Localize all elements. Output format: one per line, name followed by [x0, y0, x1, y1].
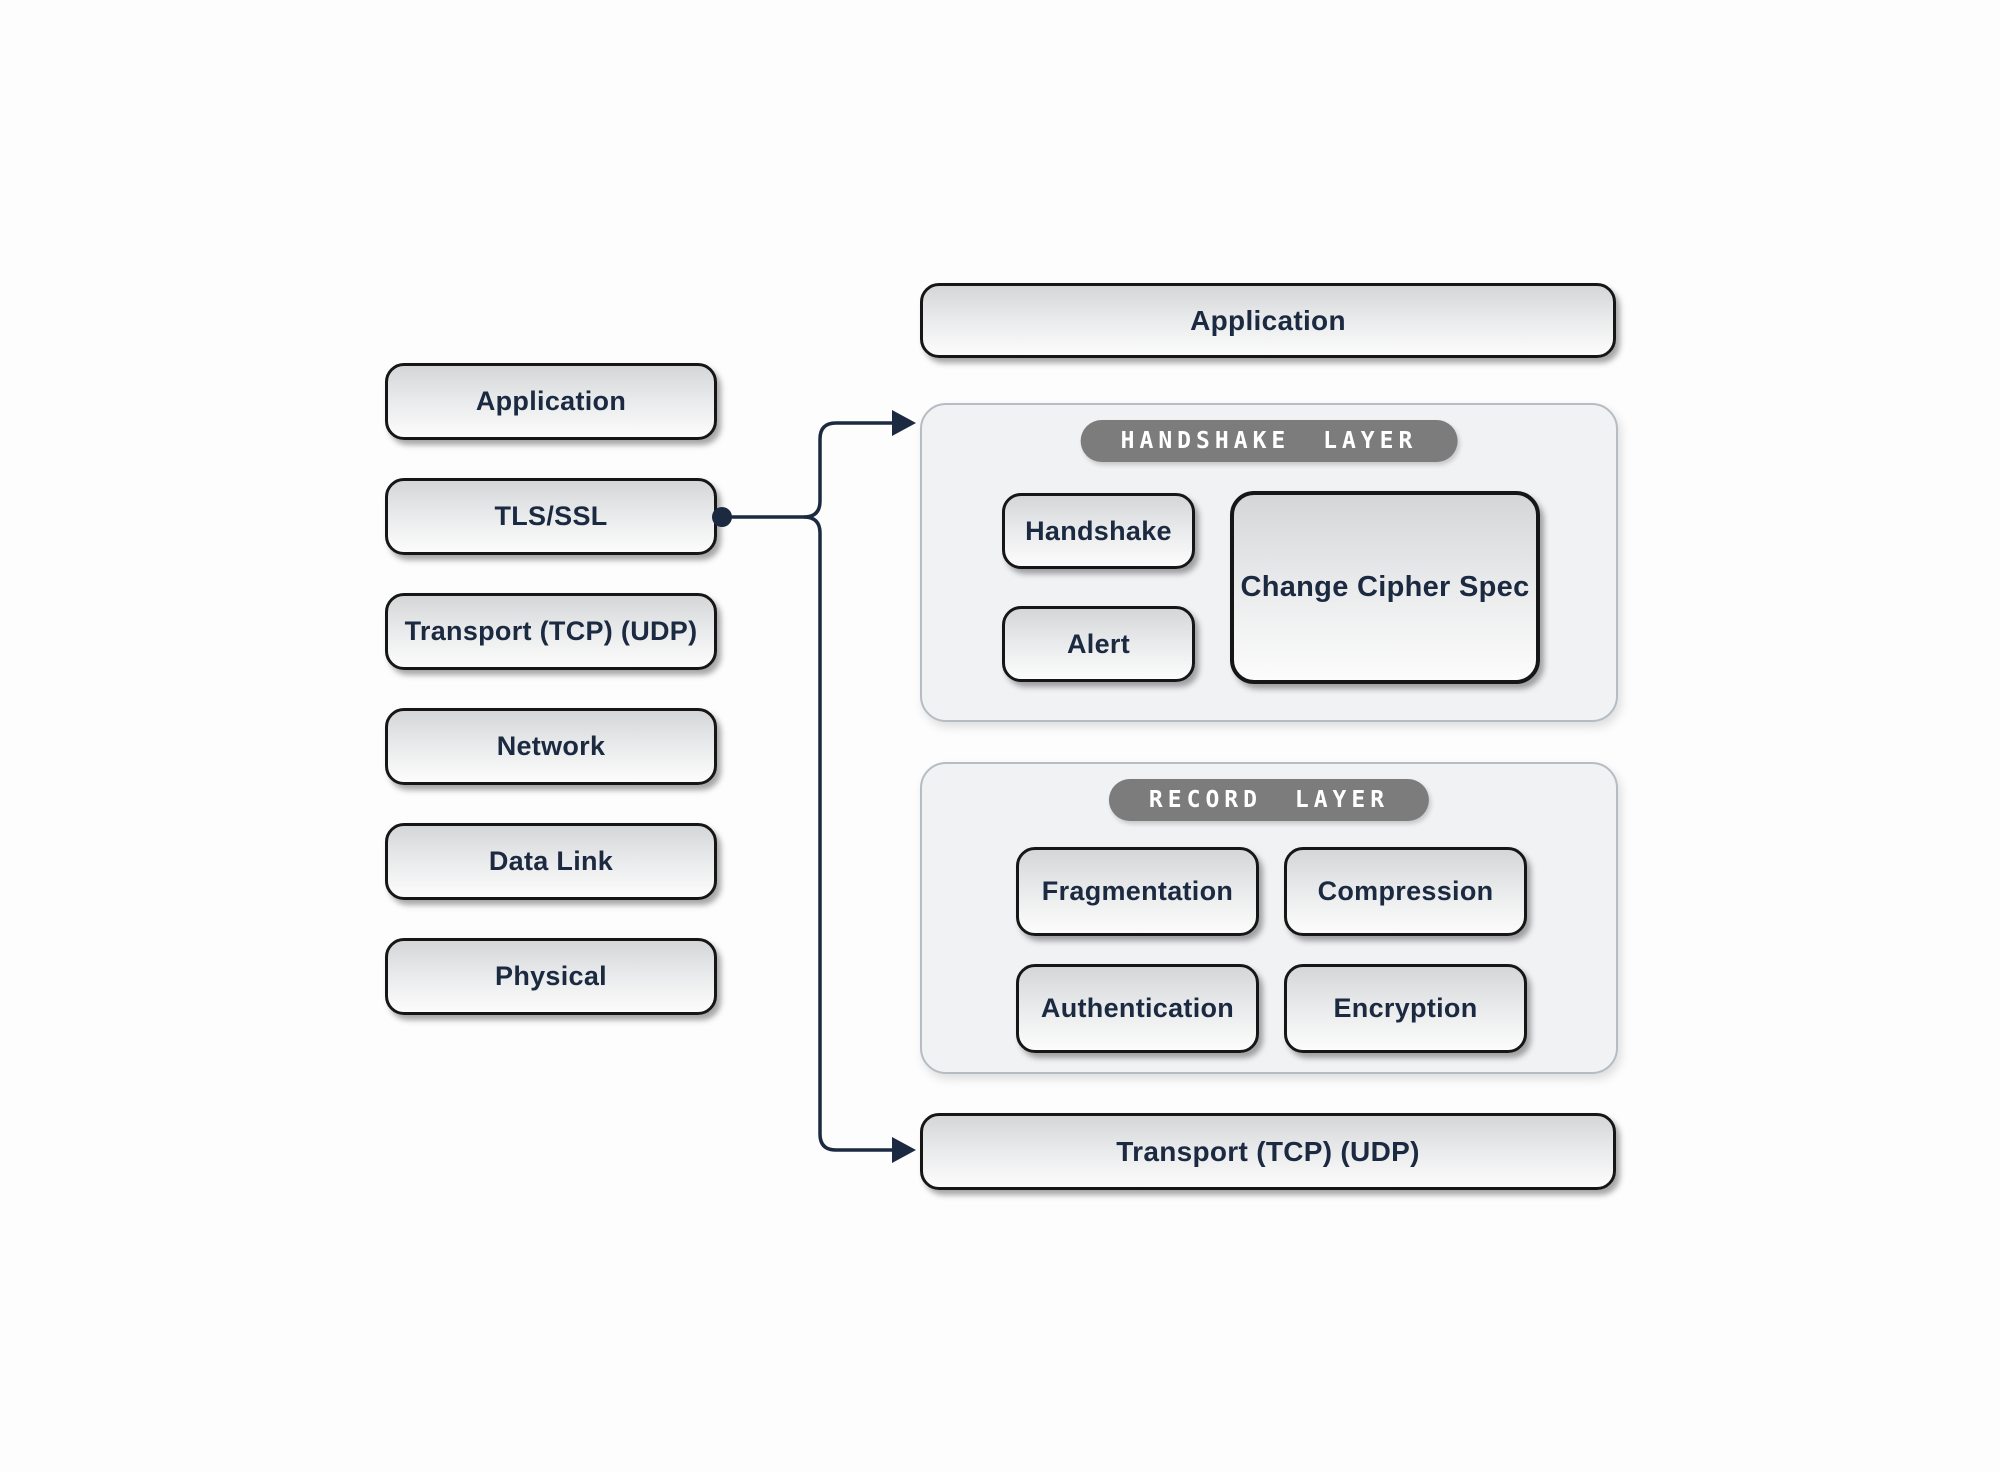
alert-box: Alert [1002, 606, 1195, 682]
record-layer-panel: RECORD LAYER Fragmentation Compression A… [920, 762, 1618, 1074]
compression-box: Compression [1284, 847, 1527, 936]
left-box-application: Application [385, 363, 717, 440]
handshake-layer-badge: HANDSHAKE LAYER [1080, 420, 1458, 462]
authentication-box: Authentication [1016, 964, 1259, 1053]
arrowhead-handshake-icon [892, 410, 916, 436]
arrowhead-transport-icon [892, 1137, 916, 1163]
connector-line-handshake [722, 421, 892, 519]
left-box-data-link: Data Link [385, 823, 717, 900]
transport-box: Transport (TCP) (UDP) [920, 1113, 1616, 1190]
fragmentation-box: Fragmentation [1016, 847, 1259, 936]
left-box-transport: Transport (TCP) (UDP) [385, 593, 717, 670]
application-box: Application [920, 283, 1616, 358]
handshake-layer-panel: HANDSHAKE LAYER Handshake Alert Change C… [920, 403, 1618, 722]
handshake-box: Handshake [1002, 493, 1195, 569]
connector-line-transport [803, 515, 892, 1152]
left-box-network: Network [385, 708, 717, 785]
left-box-tls-ssl: TLS/SSL [385, 478, 717, 555]
left-box-physical: Physical [385, 938, 717, 1015]
encryption-box: Encryption [1284, 964, 1527, 1053]
tls-connector-svg [712, 410, 916, 1163]
change-cipher-spec-box: Change Cipher Spec [1230, 491, 1540, 684]
record-layer-badge: RECORD LAYER [1108, 779, 1430, 821]
